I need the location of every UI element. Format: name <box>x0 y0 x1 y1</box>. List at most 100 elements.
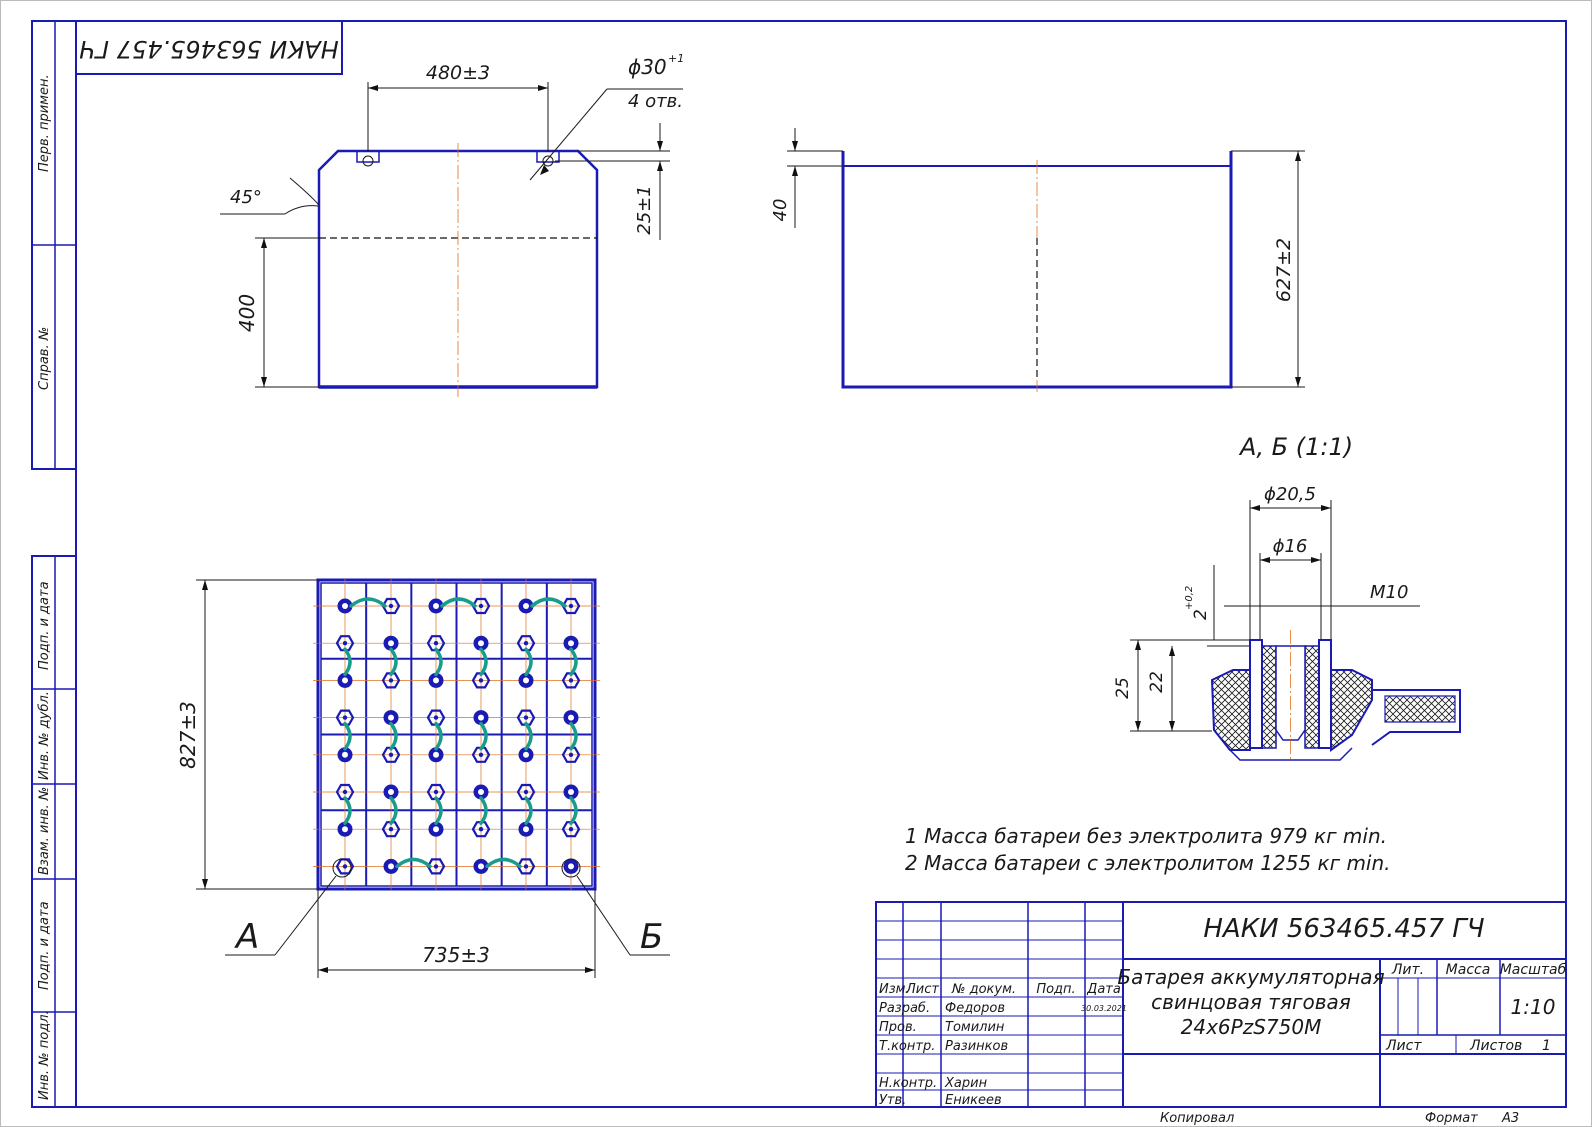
terminal-positive-hole <box>342 603 348 609</box>
cell-connector <box>530 597 567 608</box>
terminal-a-mark <box>332 858 352 878</box>
scale-value: 1:10 <box>1511 995 1556 1019</box>
copied-label: Копировал <box>1160 1111 1234 1126</box>
stamp-code: НАКИ 563465.457 ГЧ <box>1203 914 1484 944</box>
terminal-negative <box>471 672 491 689</box>
notes: 1 Масса батареи без электролита 979 кг m… <box>905 824 1391 875</box>
terminal-negative-dot <box>433 864 439 869</box>
cell-connector <box>395 857 432 869</box>
terminal-negative-dot <box>568 603 574 609</box>
dim-25: 25±1 <box>634 185 655 234</box>
cell-connector <box>434 721 443 751</box>
dim-627: 627±2 <box>1273 238 1295 302</box>
terminal-positive-hole <box>523 751 529 758</box>
rotated-code-box: НАКИ 563465.457 ГЧ <box>75 20 343 75</box>
terminal-positive-hole <box>568 640 574 647</box>
terminal-negative-dot <box>342 789 348 795</box>
dim-25-terminal: 25 <box>1113 677 1133 699</box>
name-utv: Еникеев <box>945 1093 1002 1108</box>
terminal-negative-dot <box>388 678 394 683</box>
terminal-b-mark <box>561 858 581 878</box>
cell-grid <box>313 579 600 890</box>
terminal-negative <box>381 746 401 763</box>
terminal-negative <box>381 597 401 615</box>
cell-connector <box>524 647 533 677</box>
cell-connector <box>524 721 533 751</box>
terminal-negative-dot <box>388 752 394 757</box>
terminal-positive-hole <box>433 603 439 609</box>
dim-holes: 4 отв. <box>628 91 683 112</box>
terminal-negative <box>471 746 491 763</box>
mass-label: Масса <box>1446 962 1491 978</box>
cell-connector <box>343 647 352 677</box>
dim-480: 480±3 <box>426 62 490 84</box>
terminal-negative <box>516 783 536 801</box>
sheets-value: 1 <box>1542 1038 1551 1054</box>
dim-m10: М10 <box>1370 582 1408 603</box>
cell-connector <box>389 796 398 825</box>
terminal-positive-hole <box>523 603 529 609</box>
terminal-negative <box>426 709 446 726</box>
terminal-positive-hole <box>388 789 394 795</box>
terminal-positive-hole <box>388 640 394 647</box>
hdr-list: Лист <box>905 982 939 997</box>
hdr-date: Дата <box>1086 982 1121 997</box>
side-strip: Перв. примен. Справ. № Подп. и дата Инв.… <box>31 20 77 1108</box>
format-value: А3 <box>1501 1111 1519 1126</box>
terminal-positive-hole <box>523 677 529 684</box>
strip-inv-dubl: Инв. № дубл. <box>37 691 52 780</box>
terminal-positive-hole <box>342 826 348 833</box>
role-prov: Пров. <box>879 1020 917 1035</box>
cell-connector <box>434 647 443 677</box>
sheets-label: Листов <box>1469 1038 1522 1054</box>
scale-label: Масштаб <box>1500 962 1567 978</box>
terminal-negative-dot <box>342 715 348 720</box>
cell-connector <box>524 796 533 825</box>
role-tkontr: Т.контр. <box>879 1039 935 1054</box>
terminal-negative <box>381 672 401 689</box>
dim-phi30-tol: +1 <box>668 52 684 65</box>
role-utv: Утв. <box>879 1093 906 1108</box>
terminal-negative-dot <box>342 641 348 646</box>
terminal-positive-hole <box>568 789 574 795</box>
terminal-negative <box>516 635 536 652</box>
role-razrab: Разраб. <box>879 1001 930 1016</box>
terminal-negative <box>516 709 536 726</box>
name-prov: Томилин <box>945 1020 1005 1035</box>
terminal-positive-hole <box>342 751 348 758</box>
label-b: Б <box>640 917 663 957</box>
terminal-detail: А, Б (1:1) ϕ20,5 ϕ16 М10 2 +0,2 25 22 <box>1113 433 1461 761</box>
terminal-negative <box>335 635 355 652</box>
terminal-negative-dot <box>568 752 574 757</box>
cell-connector <box>389 721 398 751</box>
terminal-positive-hole <box>478 863 484 870</box>
cell-connector <box>434 796 443 825</box>
terminal-positive-hole <box>478 789 484 795</box>
cell-connector <box>485 857 522 869</box>
cell-connector <box>479 796 488 825</box>
terminal-negative <box>426 635 446 652</box>
terminal-negative-dot <box>478 603 484 609</box>
cell-connector <box>569 796 578 825</box>
terminal-positive-hole <box>342 677 348 684</box>
cell-connector <box>440 597 477 608</box>
dim-45: 45° <box>230 187 262 208</box>
date-razrab: 30.03.2021 <box>1081 1004 1127 1013</box>
rotated-code: НАКИ 563465.457 ГЧ <box>79 35 339 63</box>
dim-phi16: ϕ16 <box>1273 536 1308 557</box>
terminal-negative-dot <box>433 641 439 646</box>
terminal-negative <box>426 783 446 801</box>
terminal-negative <box>381 821 401 838</box>
terminal-negative <box>471 821 491 838</box>
dim-400: 400 <box>235 294 259 332</box>
front-view: 480±3 ϕ30 +1 4 отв. 25±1 45° 400 <box>220 52 684 397</box>
terminal-positive-hole <box>478 714 484 721</box>
terminal-positive-hole <box>433 677 439 684</box>
terminal-negative-dot <box>523 715 529 720</box>
role-nkontr: Н.контр. <box>879 1076 937 1091</box>
terminal-negative <box>561 597 581 615</box>
stamp-title-line-2: свинцовая тяговая <box>1151 990 1351 1014</box>
top-view: 827±3 735±3 А Б <box>176 578 670 978</box>
cell-connector <box>343 721 352 751</box>
